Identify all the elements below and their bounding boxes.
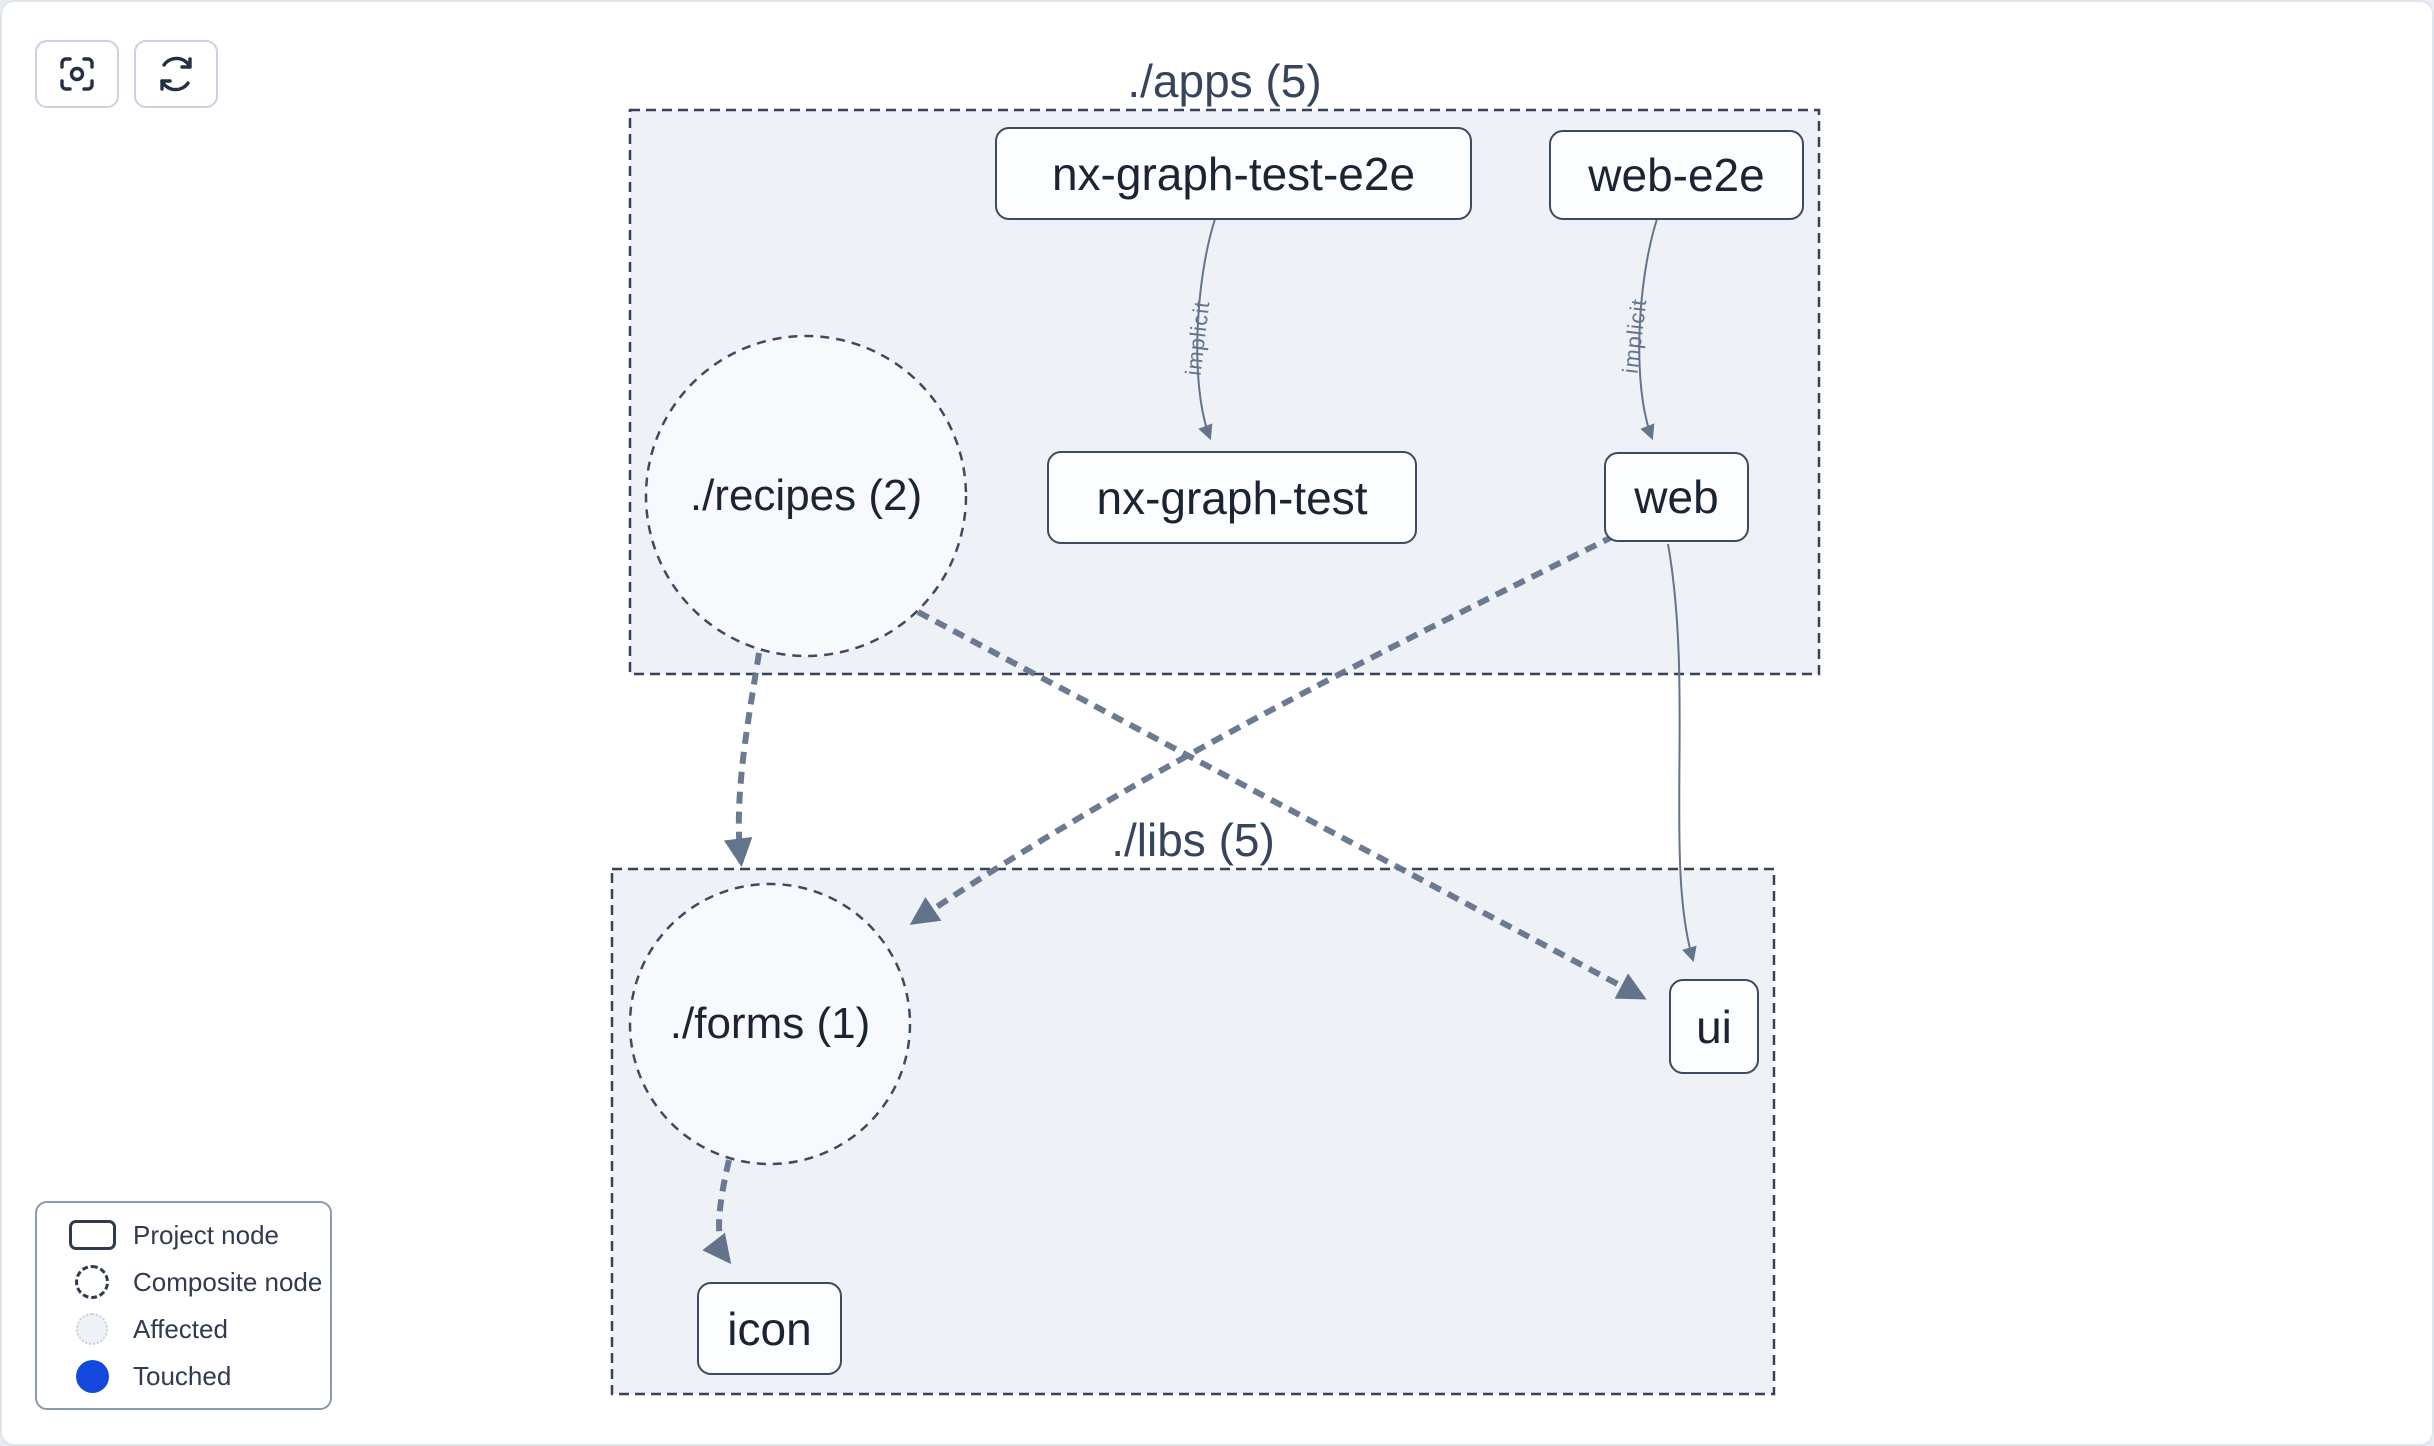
legend-item-affected: Affected <box>37 1306 330 1353</box>
legend-item-composite-node: Composite node <box>37 1259 330 1306</box>
legend-item-touched: Touched <box>37 1353 330 1400</box>
project-node-ui[interactable]: ui <box>1669 979 1759 1074</box>
composite-node-swatch <box>75 1265 109 1299</box>
edge-recipes-to-forms <box>723 652 762 868</box>
legend-item-project-node: Project node <box>37 1212 330 1259</box>
project-node-nx-graph-test-e2e[interactable]: nx-graph-test-e2e <box>995 127 1472 220</box>
group-label-libs[interactable]: ./libs (5) <box>1111 814 1275 866</box>
edge-nx-graph-test-e2e-to-nx-graph-test <box>1196 218 1216 441</box>
refresh-icon <box>155 53 197 95</box>
project-node-web[interactable]: web <box>1604 452 1749 542</box>
legend-label: Composite node <box>133 1266 323 1297</box>
refresh-button[interactable] <box>134 40 218 108</box>
project-node-icon[interactable]: icon <box>697 1282 842 1375</box>
touched-swatch <box>75 1359 109 1393</box>
legend-label: Project node <box>133 1219 279 1250</box>
edge-forms-to-icon <box>702 1159 732 1265</box>
edge-web-e2e-to-web <box>1638 218 1658 441</box>
composite-node-recipes-label[interactable]: ./recipes (2) <box>689 471 923 520</box>
legend: Project node Composite node Affected Tou… <box>35 1201 332 1410</box>
legend-label: Touched <box>133 1360 232 1391</box>
center-graph-button[interactable] <box>35 40 119 108</box>
composite-node-recipes-circle[interactable] <box>644 334 968 658</box>
focus-icon <box>57 54 97 94</box>
group-label-apps[interactable]: ./apps (5) <box>1127 55 1322 107</box>
toolbar <box>35 40 218 108</box>
affected-swatch <box>76 1313 108 1345</box>
project-node-swatch <box>68 1220 116 1250</box>
edge-web-to-forms <box>909 533 1616 925</box>
project-node-nx-graph-test[interactable]: nx-graph-test <box>1047 451 1417 544</box>
edge-web-to-ui <box>1667 543 1697 963</box>
edge-recipes-to-ui <box>916 609 1647 1000</box>
legend-label: Affected <box>133 1313 228 1344</box>
composite-node-forms-label[interactable]: ./forms (1) <box>669 999 871 1048</box>
composite-node-forms-circle[interactable] <box>628 882 912 1166</box>
project-node-web-e2e[interactable]: web-e2e <box>1549 130 1804 220</box>
